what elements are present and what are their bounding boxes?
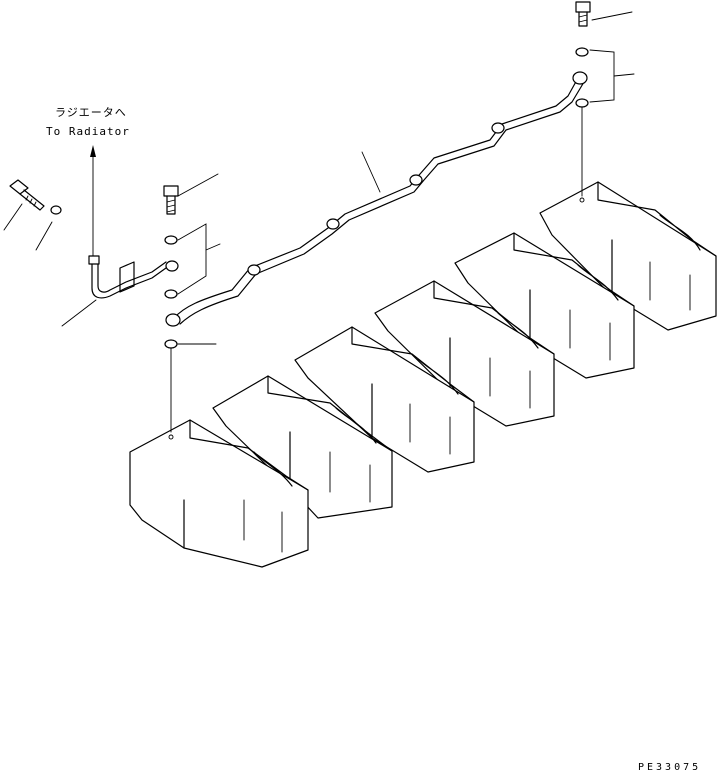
pipe-joint-3	[409, 174, 423, 186]
pipe-end-eye	[572, 71, 588, 85]
bolt-left	[9, 179, 45, 211]
washer-mid-1	[164, 235, 178, 245]
washer-right-1	[575, 47, 589, 57]
washer-mid-2	[164, 289, 178, 299]
washer-lower	[164, 339, 178, 349]
washer-right-2	[575, 98, 589, 108]
pipe-joint-2	[326, 218, 340, 230]
radiator-pipe	[88, 255, 179, 299]
pipe-joint-4	[491, 122, 505, 134]
washer-left	[50, 205, 62, 215]
drawing-code: PE33075	[638, 762, 701, 773]
radiator-note-jp: ラジエータへ	[55, 106, 127, 119]
pipe-start-eye	[165, 313, 181, 327]
head-cover-2	[212, 375, 393, 519]
head-cover-3	[294, 326, 475, 473]
head-cover-5	[454, 232, 635, 379]
bolt-right	[575, 1, 591, 27]
head-cover-6	[539, 181, 717, 331]
head-cover-1	[129, 419, 309, 568]
pipe-bracket	[119, 261, 135, 293]
radiator-pipe-fitting	[88, 255, 100, 265]
pipe-joint-1	[247, 264, 261, 276]
radiator-pipe-eye	[165, 260, 179, 272]
water-pipe	[165, 71, 588, 327]
head-cover-4	[374, 280, 555, 427]
radiator-arrow	[90, 145, 96, 257]
leader-lines	[3, 11, 635, 345]
bolt-mid	[163, 185, 179, 215]
radiator-note-en: To Radiator	[46, 125, 130, 138]
